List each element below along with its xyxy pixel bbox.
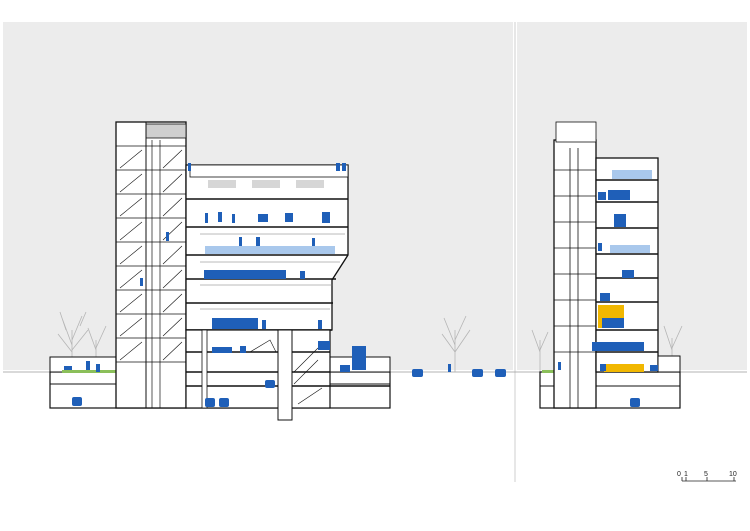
- upper-beams: [208, 180, 324, 188]
- right-yellow-strip: [604, 364, 644, 372]
- right-lower-wing: [657, 355, 681, 373]
- core-roof-box: [145, 123, 187, 139]
- ceiling-lines: [200, 233, 345, 310]
- left-greenery: [62, 370, 116, 373]
- scale-label-5: 5: [704, 471, 708, 478]
- right-core-floor-lines: [554, 169, 596, 353]
- scale-label-1: 1: [684, 471, 688, 478]
- column-1: [201, 329, 208, 409]
- trees: [57, 311, 683, 372]
- right-people: [558, 190, 658, 371]
- core-tower: [115, 121, 187, 409]
- right-pool-top: [612, 170, 652, 179]
- scale-label-10: 10: [729, 471, 737, 478]
- lower-ramps: [249, 339, 323, 405]
- scale-bar: 0 1 5 10: [677, 471, 737, 482]
- core-floor-lines: [116, 145, 186, 363]
- right-pool-mid: [610, 245, 650, 253]
- roof-parapet: [189, 164, 349, 178]
- right-roof-box: [555, 121, 597, 143]
- left-podium-left: [49, 356, 117, 373]
- left-cars: [72, 364, 506, 407]
- left-pool: [205, 246, 335, 254]
- core-stairs: [119, 149, 183, 361]
- column-2: [277, 329, 293, 421]
- right-cars: [630, 398, 640, 407]
- right-greenery: [542, 370, 556, 373]
- lower-block: [185, 329, 331, 409]
- left-people: [64, 163, 366, 372]
- scale-label-0: 0: [677, 471, 681, 478]
